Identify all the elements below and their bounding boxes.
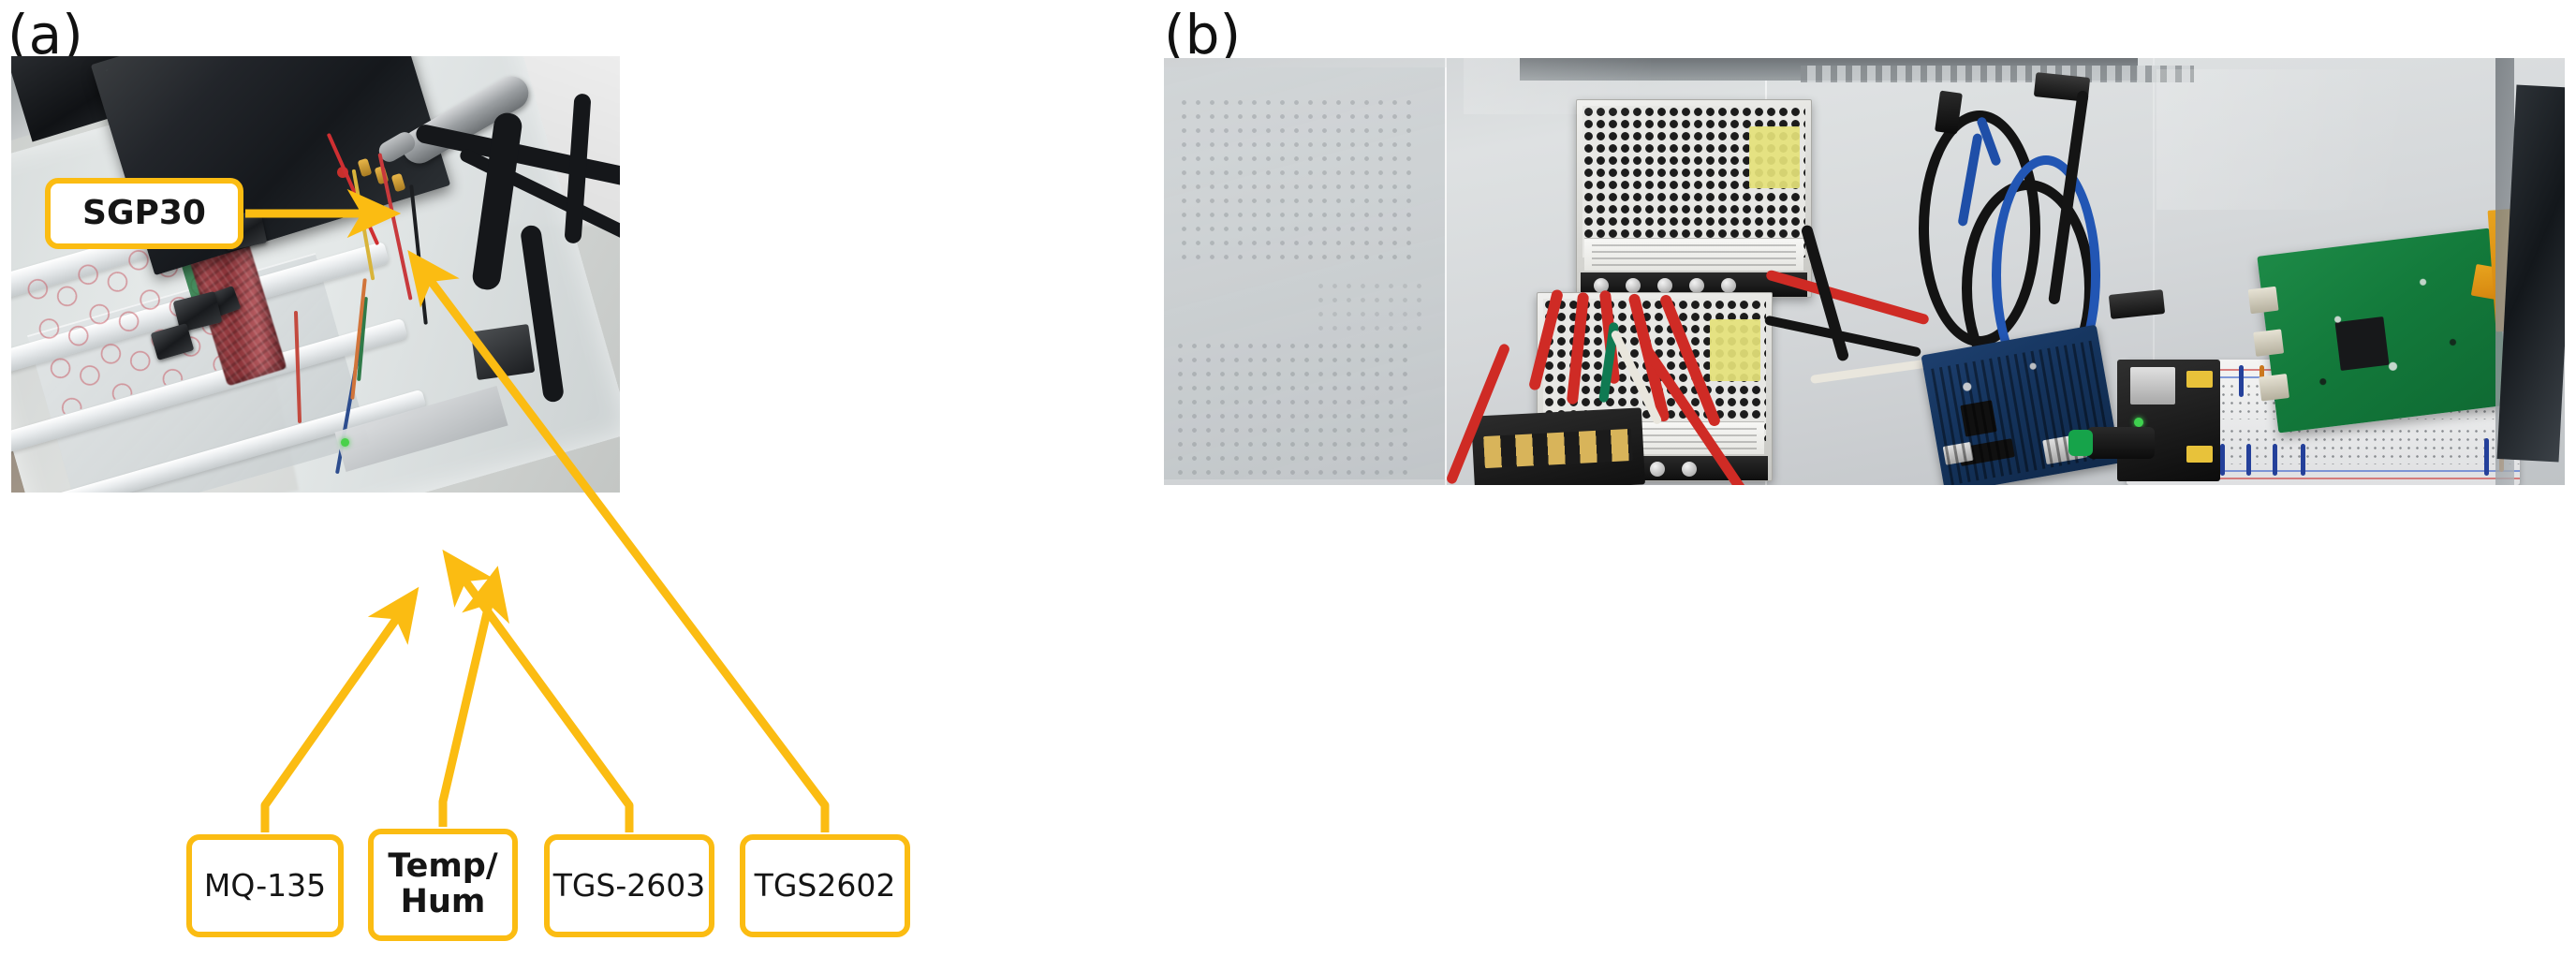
jumper-selector (2186, 446, 2213, 463)
panel-letter-a: (a) (7, 3, 83, 66)
jumper-wire (2273, 444, 2277, 476)
psu-warning-label (1710, 319, 1760, 381)
callout-temp-hum[interactable]: Temp/ Hum (368, 829, 518, 941)
jumper-selector (2186, 371, 2213, 388)
callout-tgs2602[interactable]: TGS2602 (740, 834, 910, 937)
usb-a-port (2130, 367, 2175, 405)
callout-tgs2602-label: TGS2602 (754, 867, 896, 905)
panel-seam (2153, 58, 2155, 485)
callout-tgs2603[interactable]: TGS-2603 (544, 834, 714, 937)
hdmi-input-port (2247, 286, 2279, 315)
panel-b-photo (1164, 58, 2565, 485)
panel-a-photo (11, 56, 620, 493)
breadboard-power-rail (2127, 478, 2520, 479)
psu-screw (1689, 278, 1704, 293)
panel-a-scene (11, 56, 620, 493)
jumper-wire (2246, 444, 2251, 476)
panel-b-scene (1164, 58, 2565, 485)
callout-mq135[interactable]: MQ-135 (186, 834, 344, 937)
power-supply-top (1576, 99, 1812, 298)
breadboard-ground-rail (2127, 470, 2520, 472)
callout-sgp30[interactable]: SGP30 (45, 178, 243, 249)
jumper-wire (2239, 365, 2244, 397)
relay-module (470, 323, 536, 381)
jumper-wire (2260, 365, 2264, 378)
psu-spec-label (1584, 238, 1803, 271)
perforated-panel (1314, 279, 1426, 335)
psu-screw (1594, 278, 1609, 293)
perforated-panel (1177, 96, 1411, 264)
callout-mq135-label: MQ-135 (203, 867, 327, 905)
dc-power-jack (2068, 427, 2155, 459)
green-led (341, 438, 349, 447)
breadboard-power-module (2117, 360, 2220, 481)
av-input-port (2259, 374, 2290, 402)
vga-input-port (2253, 329, 2285, 357)
arrow-mq135 (260, 586, 420, 832)
psu-screw (1682, 462, 1697, 477)
callout-sgp30-label: SGP30 (82, 193, 206, 232)
psu-screw (1626, 278, 1641, 293)
microcontroller-chip (1960, 400, 1997, 437)
jumper-wire (2484, 438, 2489, 476)
lcd-driver-board (2247, 228, 2511, 434)
arrow-tgs2603 (442, 549, 634, 832)
psu-warning-label (1749, 126, 1800, 188)
header-pin (1942, 441, 1974, 465)
jumper-wire (2301, 444, 2305, 476)
arrow-temphum (438, 566, 510, 827)
psu-screw (1657, 278, 1672, 293)
top-connector-strip (1801, 66, 2194, 82)
callout-temp-hum-line1: Temp/ (388, 847, 498, 886)
perforated-panel (1173, 339, 1417, 479)
panel-seam (1445, 58, 1447, 485)
ic-chip (1958, 438, 2015, 466)
callout-temp-hum-line2: Hum (400, 883, 486, 920)
jumper-wire (2220, 444, 2225, 476)
psu-screw (1721, 278, 1736, 293)
terminal-block (1470, 407, 1646, 485)
driver-ic (2334, 316, 2390, 371)
callout-tgs2603-label: TGS-2603 (552, 867, 706, 905)
power-led (2134, 418, 2143, 427)
panel-letter-b: (b) (1164, 3, 1242, 66)
psu-screw (1650, 462, 1665, 477)
